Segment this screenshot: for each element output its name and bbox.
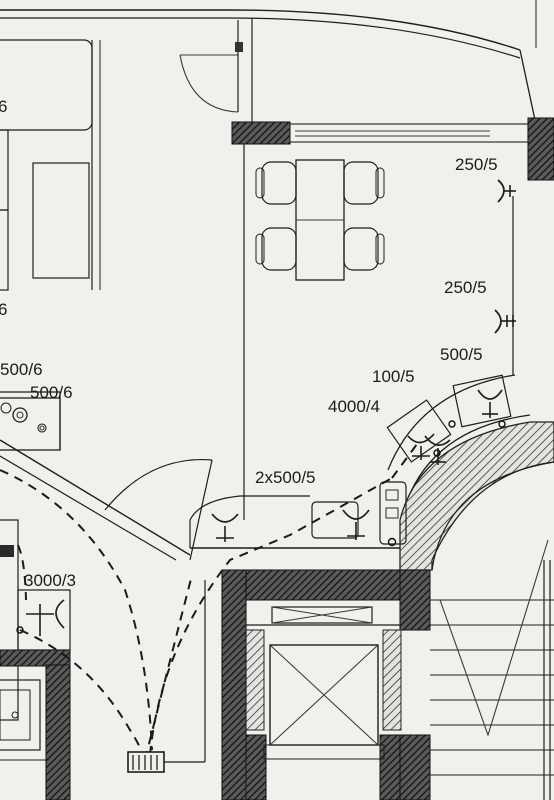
chair-3	[343, 161, 385, 205]
chair-2	[255, 227, 297, 271]
socket-icon-4000-4	[407, 420, 456, 460]
label-socket-4000-4: 4000/4	[328, 397, 380, 416]
lower-left-room	[0, 519, 71, 800]
kitchen-door-swing	[104, 458, 213, 561]
label-left-500-6-a: 500/6	[0, 360, 43, 379]
socket-icon-100-5	[424, 435, 451, 465]
label-left-500-6-b: 500/6	[30, 383, 73, 402]
distribution-board-icon	[127, 580, 206, 773]
dining-table	[295, 159, 345, 281]
chair-4	[343, 227, 385, 271]
label-left-mid: 6	[0, 300, 7, 319]
stair	[430, 539, 554, 800]
label-socket-500-5: 500/5	[440, 345, 483, 364]
label-socket-100-5: 100/5	[372, 367, 415, 386]
label-socket-3000-3: 3000/3	[24, 571, 76, 590]
chair-1	[255, 161, 297, 205]
label-socket-250-5-top: 250/5	[455, 155, 498, 174]
elevator-core	[221, 569, 431, 800]
socket-icon-2x500-a	[211, 513, 239, 542]
socket-icon-3000-3	[16, 599, 65, 636]
socket-icon-2x500-b	[342, 509, 397, 547]
circuit-lines	[0, 439, 421, 761]
label-left-top: 6	[0, 97, 7, 116]
left-kitchen	[0, 391, 191, 561]
left-cabinets	[0, 39, 101, 291]
top-door-swing	[179, 20, 243, 113]
socket-icon-500-5	[477, 389, 506, 428]
socket-icon-250-top	[497, 179, 516, 203]
label-socket-250-5-mid: 250/5	[444, 278, 487, 297]
socket-icon-250-mid	[494, 309, 516, 334]
top-wall	[0, 0, 537, 121]
label-socket-2x500-5: 2x500/5	[255, 468, 316, 487]
